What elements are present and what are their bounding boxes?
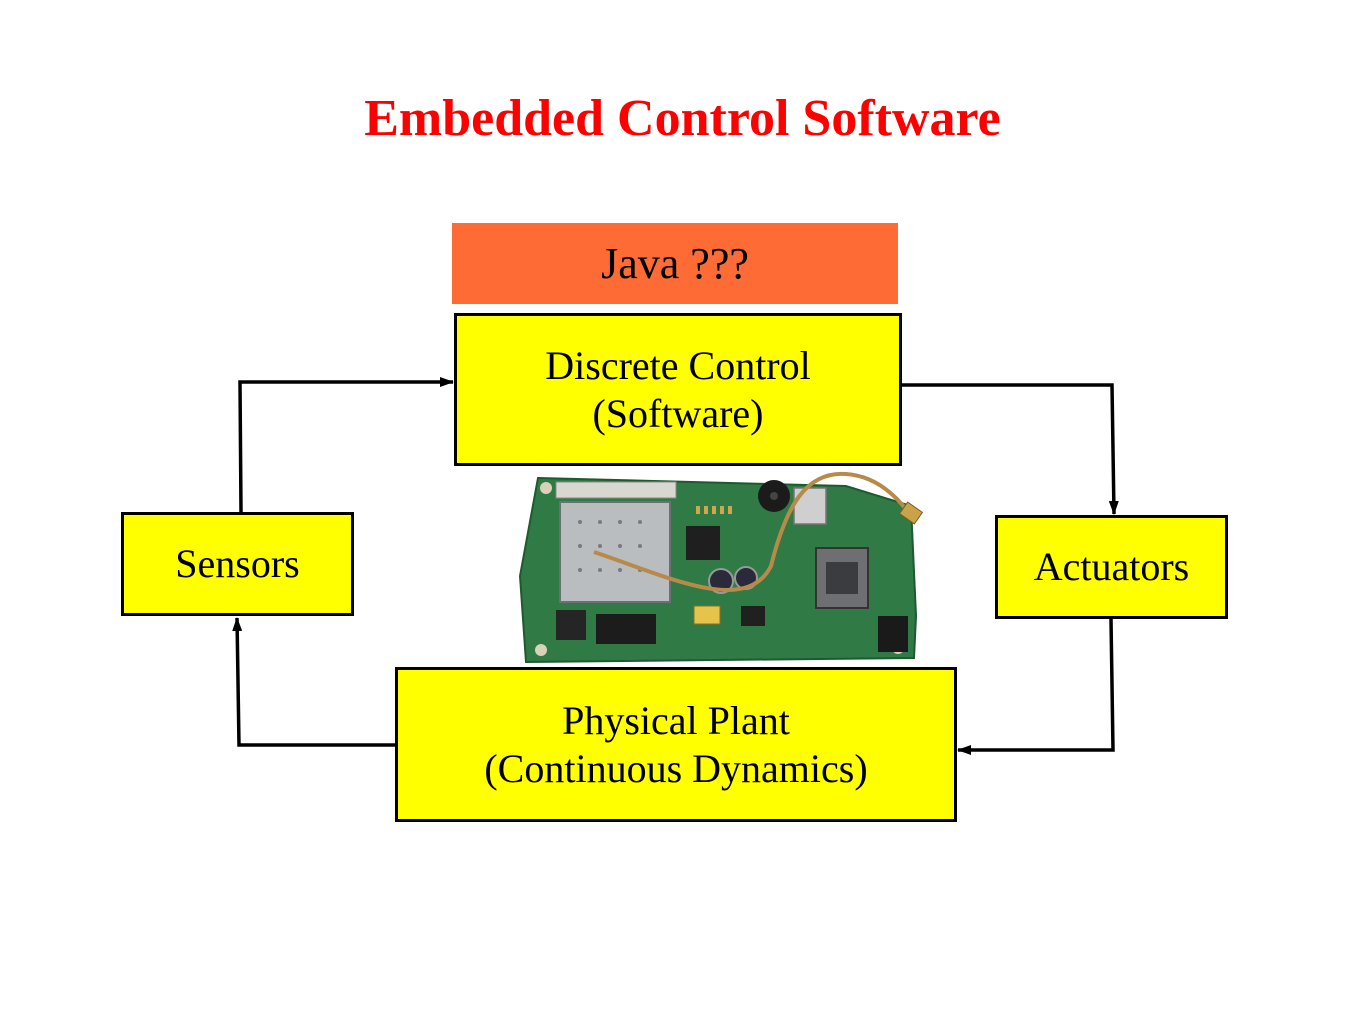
ic-chip	[741, 606, 765, 626]
physical-plant-sublabel: (Continuous Dynamics)	[484, 745, 868, 791]
mount-hole	[540, 482, 552, 494]
mount-hole	[535, 644, 547, 656]
physical-plant-label: Physical Plant	[562, 697, 790, 743]
java-banner: Java ???	[452, 223, 898, 304]
ic-chip	[596, 614, 656, 644]
arrow-plant-to-sensors	[232, 617, 395, 747]
discrete-control-sublabel: (Software)	[592, 390, 764, 436]
sensors-label: Sensors	[175, 541, 300, 586]
physical-plant-box: Physical Plant (Continuous Dynamics)	[395, 667, 957, 822]
discrete-control-box: Discrete Control (Software)	[454, 313, 902, 466]
capacitor	[708, 568, 734, 594]
arrow-actuators-to-plant	[957, 618, 1115, 755]
sensors-box: Sensors	[121, 512, 354, 616]
sma-connector	[898, 501, 924, 525]
page-title: Embedded Control Software	[364, 90, 1001, 147]
actuators-label: Actuators	[1033, 544, 1190, 589]
power-jack	[878, 616, 908, 652]
circuit-board-image	[518, 471, 924, 664]
ethernet-jack	[793, 487, 827, 525]
ic-chip	[686, 526, 720, 560]
arrow-sensors-to-control	[238, 377, 454, 513]
header-connector	[555, 481, 677, 499]
discrete-control-label: Discrete Control	[545, 342, 811, 388]
ic-chip	[556, 610, 586, 640]
rf-shield-module	[559, 501, 671, 603]
inductor	[693, 605, 721, 625]
actuators-box: Actuators	[995, 515, 1228, 619]
arrow-control-to-actuators	[902, 383, 1119, 515]
antenna-cable	[593, 471, 910, 592]
